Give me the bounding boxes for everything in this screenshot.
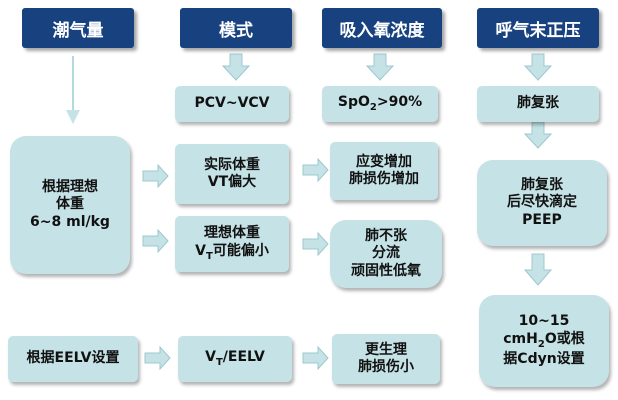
box-vt-eelv: VT/EELV bbox=[178, 336, 292, 382]
arrow-tidal-down-head bbox=[66, 110, 80, 124]
header-mode-label: 模式 bbox=[219, 20, 253, 41]
arrow-right-5 bbox=[144, 345, 171, 371]
box-mode-range: PCV~VCV bbox=[175, 86, 289, 122]
header-peep-label: 呼气末正压 bbox=[495, 20, 581, 41]
arrow-mode-down bbox=[221, 53, 251, 81]
header-peep: 呼气末正压 bbox=[477, 8, 599, 48]
box-after-recruit: 肺复张 后尽快滴定 PEEP bbox=[477, 160, 607, 246]
box-atelectasis: 肺不张 分流 顽固性低氧 bbox=[330, 220, 442, 288]
header-mode: 模式 bbox=[180, 8, 292, 48]
box-more-physiologic: 更生理 肺损伤小 bbox=[332, 334, 440, 384]
arrow-after-down bbox=[523, 253, 553, 286]
box-spo2-text: SpO2>90% bbox=[337, 93, 423, 113]
box-mode-range-text: PCV~VCV bbox=[194, 95, 270, 112]
box-peep-value: 10~15 cmH2O或根 据Cdyn设置 bbox=[479, 295, 609, 387]
header-fio2-label: 吸入氧浓度 bbox=[339, 20, 425, 41]
arrow-right-6 bbox=[302, 345, 329, 371]
header-tidal-volume-label: 潮气量 bbox=[52, 20, 104, 41]
arrow-right-2 bbox=[142, 228, 169, 254]
box-ideal-weight-vt: 理想体重 VT可能偏小 bbox=[175, 216, 289, 272]
box-should-increase: 应变增加 肺损伤增加 bbox=[330, 142, 438, 200]
arrow-peep-down bbox=[523, 53, 553, 81]
header-fio2: 吸入氧浓度 bbox=[322, 8, 442, 48]
arrow-recruit-down bbox=[523, 121, 553, 149]
arrow-fio2-down bbox=[365, 53, 395, 81]
arrow-right-3 bbox=[302, 157, 329, 183]
box-lung-recruit: 肺复张 bbox=[477, 86, 599, 122]
box-spo2: SpO2>90% bbox=[322, 86, 438, 122]
arrow-right-4 bbox=[302, 231, 329, 257]
box-lung-recruit-text: 肺复张 bbox=[517, 95, 559, 112]
arrow-right-1 bbox=[142, 163, 169, 189]
header-tidal-volume: 潮气量 bbox=[22, 8, 134, 48]
box-actual-weight: 实际体重 VT偏大 bbox=[175, 144, 289, 204]
box-eelv-setting: 根据EELV设置 bbox=[8, 336, 138, 382]
box-ideal-weight: 根据理想 体重 6~8 ml/kg bbox=[10, 136, 130, 274]
